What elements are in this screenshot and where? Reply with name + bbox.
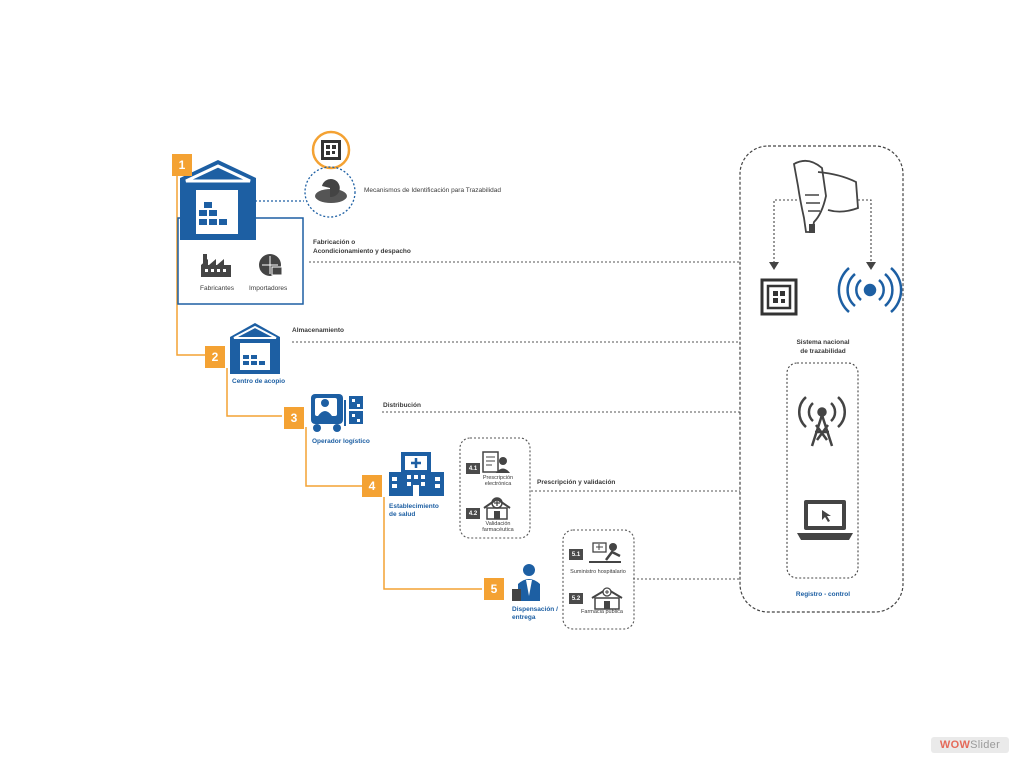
national-system-panel bbox=[739, 145, 904, 613]
step-connector-3-4 bbox=[305, 427, 362, 487]
logistics-operator-label: Operador logístico bbox=[312, 438, 370, 445]
prescription-validation-label: Prescripción y validación bbox=[537, 479, 616, 486]
hospital-supply-icon bbox=[589, 542, 621, 563]
substep-4-2-badge: 4.2 bbox=[466, 508, 480, 519]
importers-label: Importadores bbox=[249, 285, 288, 292]
qr-code-icon bbox=[321, 140, 341, 160]
manufacturing-heading-2: Acondicionamiento y despacho bbox=[313, 248, 411, 255]
e-prescription-label: Prescripción bbox=[482, 475, 514, 481]
dispensing-label-2: entrega bbox=[512, 614, 536, 621]
storage-label: Almacenamiento bbox=[292, 327, 345, 334]
health-facility-label-2: de salud bbox=[389, 511, 416, 518]
hospital-supply-label: Suministro hospitalario bbox=[570, 569, 626, 575]
national-system-label: Sistema nacional bbox=[796, 339, 850, 346]
national-system-label-2: de trazabilidad bbox=[800, 348, 846, 355]
health-facility-label: Establecimiento bbox=[389, 503, 439, 510]
hospital-icon bbox=[389, 452, 444, 496]
substep-5-1-badge: 5.1 bbox=[569, 549, 583, 560]
rfid-signal-icon bbox=[837, 267, 903, 313]
factory-icon bbox=[201, 254, 231, 277]
register-control-box bbox=[786, 362, 859, 579]
prescription-box bbox=[459, 437, 531, 539]
step-4-badge: 4 bbox=[362, 475, 382, 497]
manufacturers-label: Fabricantes bbox=[200, 285, 234, 292]
identification-label: Mecanismos de Identificación para Trazab… bbox=[364, 187, 501, 194]
dispensing-box bbox=[562, 529, 635, 630]
step-5-badge: 5 bbox=[484, 578, 504, 600]
step-1-badge: 1 bbox=[172, 154, 192, 176]
dispensing-label: Dispensación / bbox=[512, 606, 558, 613]
pharmacy-validation-icon bbox=[483, 497, 511, 520]
pharmacy-validation-label-2: farmacéutica bbox=[482, 527, 514, 533]
e-prescription-icon bbox=[482, 451, 510, 473]
substep-4-1-badge: 4.1 bbox=[466, 463, 480, 474]
scanner-hand-icon bbox=[793, 159, 859, 233]
antenna-tower-icon bbox=[797, 396, 847, 447]
e-prescription-label-2: electrónica bbox=[484, 481, 512, 487]
scan-arrow-right bbox=[858, 199, 872, 263]
packaging-icon bbox=[315, 179, 347, 203]
step-connector-1-2 bbox=[176, 175, 207, 356]
laptop-icon bbox=[797, 500, 853, 540]
step-connector-4-5 bbox=[383, 497, 482, 590]
substep-5-2-badge: 5.2 bbox=[569, 593, 583, 604]
step-3-badge: 3 bbox=[284, 407, 304, 429]
collection-center-icon bbox=[230, 323, 280, 374]
importer-icon bbox=[259, 254, 283, 276]
warehouse-icon bbox=[180, 160, 256, 240]
scan-arrow-left bbox=[773, 199, 797, 263]
register-control-label: Registro - control bbox=[795, 591, 851, 598]
collection-center-label: Centro de acopio bbox=[232, 378, 286, 385]
step-connector-2-3 bbox=[226, 368, 282, 417]
dispensing-icon bbox=[512, 564, 540, 601]
public-pharmacy-icon bbox=[591, 587, 623, 610]
pharmacy-validation-label: Validación bbox=[485, 521, 511, 527]
logistics-operator-icon bbox=[311, 394, 363, 432]
manufacturing-heading: Fabricación o bbox=[313, 239, 356, 246]
watermark-part-1: WOW bbox=[939, 739, 971, 751]
watermark-part-2: Slider bbox=[970, 739, 1001, 751]
datamatrix-icon bbox=[760, 278, 798, 316]
distribution-label: Distribución bbox=[383, 402, 421, 409]
step-2-badge: 2 bbox=[205, 346, 225, 368]
identification-circle bbox=[304, 166, 356, 218]
public-pharmacy-label: Farmacia pública bbox=[581, 609, 623, 615]
